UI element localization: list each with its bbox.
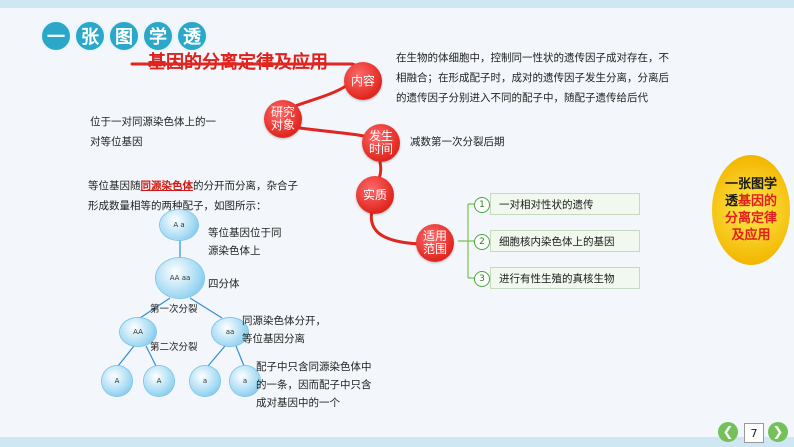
header-badges: 一 张 图 学 透 [40,20,208,52]
object-line-1: 位于一对同源染色体上的一 [90,116,216,128]
bubble-object-line1: 研究 [270,105,295,119]
arrow-7 [235,345,245,367]
content-line-1: 在生物的体细胞中，控制同一性状的遗传因子成对存在，不 [396,52,669,64]
cell-gamete-1: A [102,366,132,396]
page-number: 7 [744,423,764,443]
arrow-3 [189,297,223,319]
diagram-note-4-line-1: 配子中只含同源染色体中 [256,361,372,373]
essence-line-2: 形成数量相等的两种配子，如图所示： [88,200,267,212]
essence-text: 等位基因随同源染色体的分开而分离，杂合子 形成数量相等的两种配子，如图所示： [88,176,358,216]
arrow-6 [207,345,226,367]
connector-object [288,84,348,110]
scope-number-2: 2 [474,234,490,250]
diagram-note-3-line-2: 等位基因分离 [242,333,305,345]
bubble-scope-line2: 范围 [422,242,447,256]
summary-line-2-pre: 透 [724,194,738,209]
bubble-time-line1: 发生 [368,129,393,143]
bottom-frame [0,437,794,447]
cell-tetrad: AA aa [156,258,204,298]
content-line-3: 的遗传因子分别进入不同的配子中，随配子遗传给后代 [396,92,648,104]
cell-mid-right: aa [212,318,248,346]
diagram-note-2: 四分体 [208,278,240,290]
time-text: 减数第一次分裂后期 [410,136,505,148]
bubble-scope: 适用 范围 [416,224,454,262]
object-text: 位于一对同源染色体上的一 对等位基因 [90,112,260,152]
essence-line-1: 等位基因随同源染色体的分开而分离，杂合子 [88,176,358,196]
diagram-note-1-line-1: 等位基因位于同 [208,227,282,239]
summary-line-1: 一张图学 [724,177,777,192]
header-char-2: 张 [74,20,106,52]
scope-item-3: 进行有性生殖的真核生物 [490,267,640,289]
summary-badge: 一张图学 透基因的 分离定律 及应用 [712,155,790,265]
cell-gamete-4: a [230,366,260,396]
top-frame [0,0,794,8]
cell-parent: A a [160,210,198,240]
header-char-4: 学 [142,20,174,52]
cell-gamete-2: A [144,366,174,396]
prev-page-button[interactable]: ❮ [718,422,738,442]
arrow-5 [145,345,157,367]
object-line-2: 对等位基因 [90,136,143,148]
header-char-3: 图 [108,20,140,52]
summary-line-4: 及应用 [731,228,771,243]
connector-scope [369,208,422,246]
bubble-scope-line1: 适用 [422,229,447,243]
cell-mid-left: AA [120,318,156,346]
scope-number-1: 1 [474,197,490,213]
bubble-content: 内容 [344,62,382,100]
essence-pre: 等位基因随 [88,180,141,192]
summary-line-3: 分离定律 [724,211,777,226]
content-text: 在生物的体细胞中，控制同一性状的遗传因子成对存在，不 相融合；在形成配子时，成对… [396,48,716,108]
diagram-note-3: 同源染色体分开， 等位基因分离 [242,312,326,348]
scope-item-1: 一对相对性状的遗传 [490,193,640,215]
bubble-object: 研究 对象 [264,100,302,138]
summary-line-2: 透基因的 [725,193,777,210]
arrow-2 [139,297,171,319]
bubble-essence: 实质 [356,176,394,214]
bracket-scope [458,203,474,279]
header-char-5: 透 [176,20,208,52]
essence-highlight: 同源染色体 [140,180,194,192]
scope-item-2: 细胞核内染色体上的基因 [490,230,640,252]
division-2-label: 第二次分裂 [150,342,198,353]
header-char-1: 一 [40,20,72,52]
summary-line-2-hl: 基因的 [738,194,778,209]
bubble-object-line2: 对象 [270,118,295,132]
next-page-button[interactable]: ❯ [768,422,788,442]
diagram-note-1: 等位基因位于同 源染色体上 [208,224,282,260]
division-1-label: 第一次分裂 [150,304,198,315]
diagram-note-4: 配子中只含同源染色体中 的一条，因而配子中只含 成对基因中的一个 [256,358,372,412]
diagram-note-1-line-2: 源染色体上 [208,245,261,257]
diagram-note-3-line-1: 同源染色体分开， [242,315,326,327]
scope-number-3: 3 [474,271,490,287]
cell-gamete-3: a [190,366,220,396]
diagram-note-4-line-2: 的一条，因而配子中只含 [256,379,372,391]
bubble-time-line2: 时间 [368,142,393,156]
connector-time [298,126,374,140]
diagram-note-4-line-3: 成对基因中的一个 [256,397,340,409]
content-line-2: 相融合；在形成配子时，成对的遗传因子发生分离，分离后 [396,72,669,84]
essence-post: 的分开而分离，杂合子 [193,180,298,192]
bubble-time: 发生 时间 [362,124,400,162]
arrow-4 [117,345,135,367]
